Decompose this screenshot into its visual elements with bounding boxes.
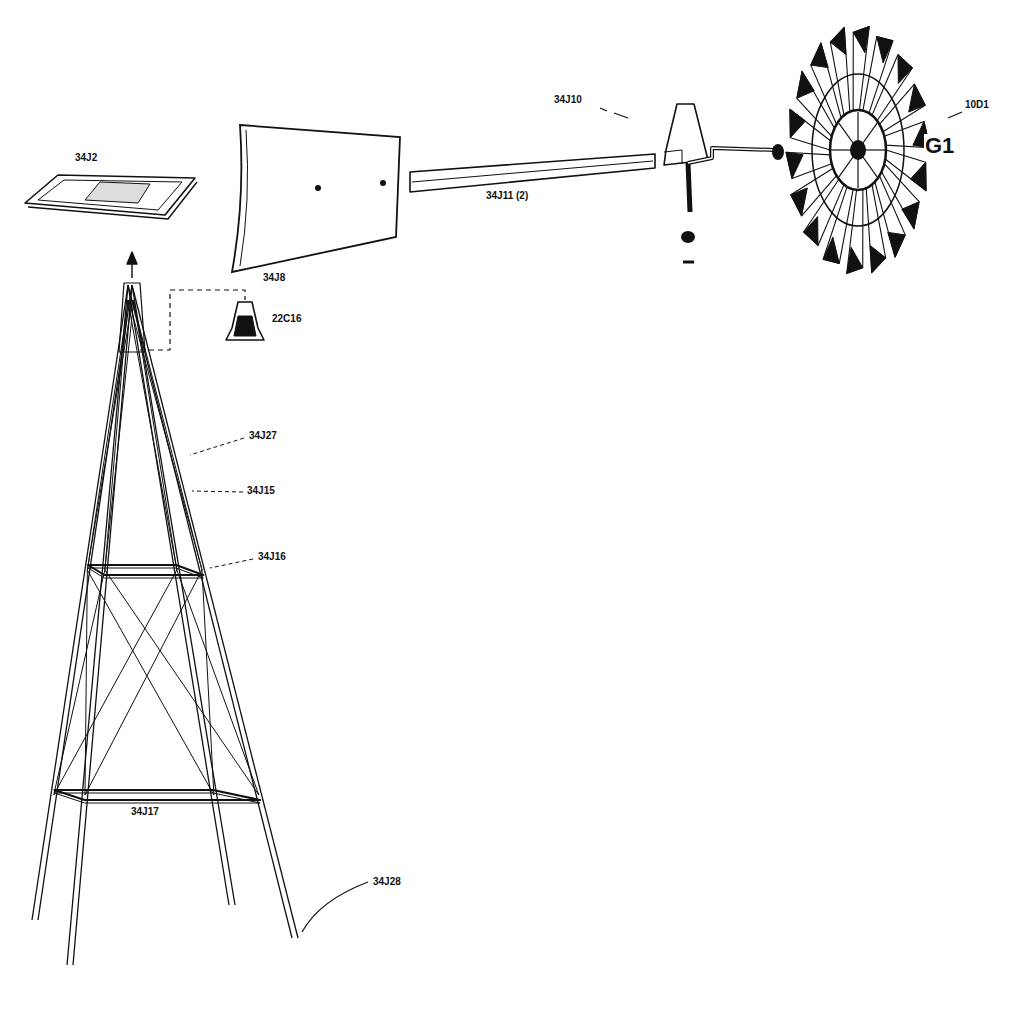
wheel-blade — [786, 152, 832, 178]
tower-leg — [132, 285, 298, 938]
leader-line — [210, 559, 253, 568]
wheel-blade — [909, 84, 926, 112]
part-number: 34J15 — [246, 485, 276, 497]
wheel-blade — [804, 217, 818, 246]
wheel-blade — [823, 237, 839, 263]
part-number: 34J27 — [248, 430, 278, 442]
tower-brace — [87, 300, 128, 570]
part-number: 22C16 — [271, 313, 302, 325]
tower-brace — [132, 300, 202, 570]
platform-part — [38, 180, 182, 210]
tail-bone — [410, 154, 655, 192]
hub-nut — [772, 144, 784, 160]
crank-shaft — [688, 163, 690, 212]
tower-leg — [128, 285, 292, 938]
part-number: 34J8 — [262, 272, 286, 284]
wheel-blade — [786, 152, 803, 178]
bell-part — [226, 302, 264, 340]
tower-brace — [202, 570, 214, 795]
tower-top — [119, 283, 145, 352]
wheel-rim — [812, 74, 904, 226]
part-number: 10D1 — [964, 99, 990, 111]
tower-leg — [32, 285, 128, 920]
wheel-blade — [830, 27, 849, 115]
wheel-blade — [902, 202, 919, 229]
tail-bone — [412, 161, 653, 182]
leader-line — [192, 491, 243, 492]
tower-brace — [54, 570, 105, 795]
crank-shaft — [688, 148, 775, 163]
tail-vane — [240, 130, 248, 266]
leader-line — [948, 112, 962, 118]
tail-vane — [232, 125, 400, 272]
tower-leg — [38, 285, 132, 920]
wheel-blade — [888, 232, 905, 257]
leader-line — [190, 438, 244, 455]
wheel-hub — [850, 140, 866, 160]
wheel-blade — [877, 37, 893, 63]
leader-line — [302, 882, 368, 932]
wheel-blade — [797, 71, 814, 98]
tower-brace — [129, 300, 202, 570]
bolt-hole — [315, 185, 321, 191]
part-number: 34J11 (2) — [485, 190, 529, 202]
tower-leg — [128, 285, 229, 905]
crank-shaft — [688, 148, 775, 163]
tower-brace — [105, 570, 259, 795]
tower-brace — [87, 570, 214, 795]
bolt-hole — [380, 180, 386, 186]
head-part — [664, 104, 708, 165]
wheel-blade — [790, 109, 806, 137]
wheel-rim — [830, 110, 886, 190]
part-number: 34J16 — [257, 551, 287, 563]
platform-part — [28, 182, 197, 219]
part-number: 34J10 — [553, 94, 583, 106]
part-number: 34J28 — [372, 876, 402, 888]
wheel-blade — [791, 188, 808, 216]
head-part — [664, 150, 682, 164]
wheel-blade — [866, 185, 885, 273]
platform-part — [85, 182, 150, 203]
part-number: 34J2 — [74, 152, 98, 164]
tower-brace — [85, 570, 202, 795]
part-number: 34J17 — [130, 806, 160, 818]
leader-line — [614, 113, 628, 118]
tower-brace — [85, 570, 87, 795]
wheel-blade — [853, 27, 869, 53]
washer-part — [681, 231, 695, 243]
wheel-blade — [911, 162, 927, 190]
assembly-arrow — [127, 252, 137, 264]
bell-part — [234, 316, 256, 336]
wheel-blade — [898, 55, 912, 84]
wheel-blade — [811, 43, 828, 68]
wheel-blade — [870, 246, 885, 273]
tower-brace — [177, 570, 259, 795]
leader-line — [600, 108, 607, 111]
dashed-link — [140, 290, 245, 350]
wheel-blade — [830, 27, 845, 54]
group-number: G1 — [924, 134, 955, 158]
tower-brace — [54, 570, 177, 795]
pin-part — [683, 261, 694, 264]
tower-brace — [87, 300, 132, 570]
wheel-blade — [847, 247, 863, 273]
